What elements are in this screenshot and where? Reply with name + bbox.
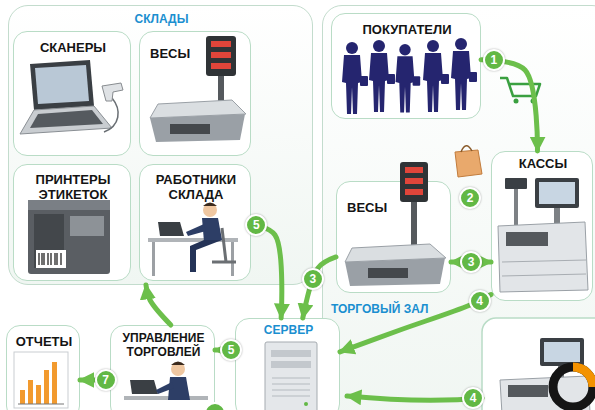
server-box: СЕРВЕР	[235, 318, 340, 410]
callout-number: 2	[459, 187, 481, 209]
device-box: ВЕСЫ	[139, 31, 251, 156]
node-label: КАССЫ	[496, 156, 590, 171]
node-label: ПОКУПАТЕЛИ	[336, 22, 478, 37]
device-box: СКАНЕРЫ	[13, 31, 131, 156]
node-label: РАБОТНИКИ СКЛАДА	[144, 172, 248, 202]
flow-arrow	[146, 285, 171, 325]
reports-box: ОТЧЕТЫ	[6, 325, 80, 410]
callout-number: 4	[462, 387, 484, 409]
node-label: СЕРВЕР	[240, 323, 337, 338]
node-label: УПРАВЛЕНИЕ ТОРГОВЛЕЙ	[113, 331, 214, 359]
callout-number: 3	[302, 268, 324, 290]
customers-box: ПОКУПАТЕЛИ	[331, 13, 481, 119]
callout-number: 3	[460, 251, 482, 273]
region-box: ТОРГОВЫЙ ЗАЛ ПОКУПАТЕЛИ КАССЫ ВЕСЫ	[322, 5, 595, 410]
node-label: ОТЧЕТЫ	[9, 334, 79, 349]
region-title: СКЛАДЫ	[13, 12, 310, 27]
callout-number: 4	[469, 290, 491, 312]
node-label: СКАНЕРЫ	[18, 40, 128, 55]
region-title: ТОРГОВЫЙ ЗАЛ	[331, 302, 471, 317]
callout-number: 5	[220, 339, 242, 361]
callout-number: 1	[483, 49, 505, 71]
management-box: УПРАВЛЕНИЕ ТОРГОВЛЕЙ	[110, 325, 215, 410]
callout-number: 7	[95, 369, 117, 391]
staff-box: РАБОТНИКИ СКЛАДА	[139, 164, 251, 281]
node-label: ПРИНТЕРЫ ЭТИКЕТОК	[18, 172, 128, 202]
region-box: СКЛАДЫ СКАНЕРЫ ВЕСЫ ПРИНТЕРЫ ЭТИКЕТОК РАБОТН…	[8, 5, 313, 285]
node-label: ВЕСЫ	[347, 200, 407, 215]
device-box: ПРИНТЕРЫ ЭТИКЕТОК	[13, 164, 131, 281]
device-box: ВЕСЫ	[336, 181, 451, 293]
device-box: КАССЫ	[491, 151, 593, 301]
node-label: ВЕСЫ	[150, 46, 210, 61]
